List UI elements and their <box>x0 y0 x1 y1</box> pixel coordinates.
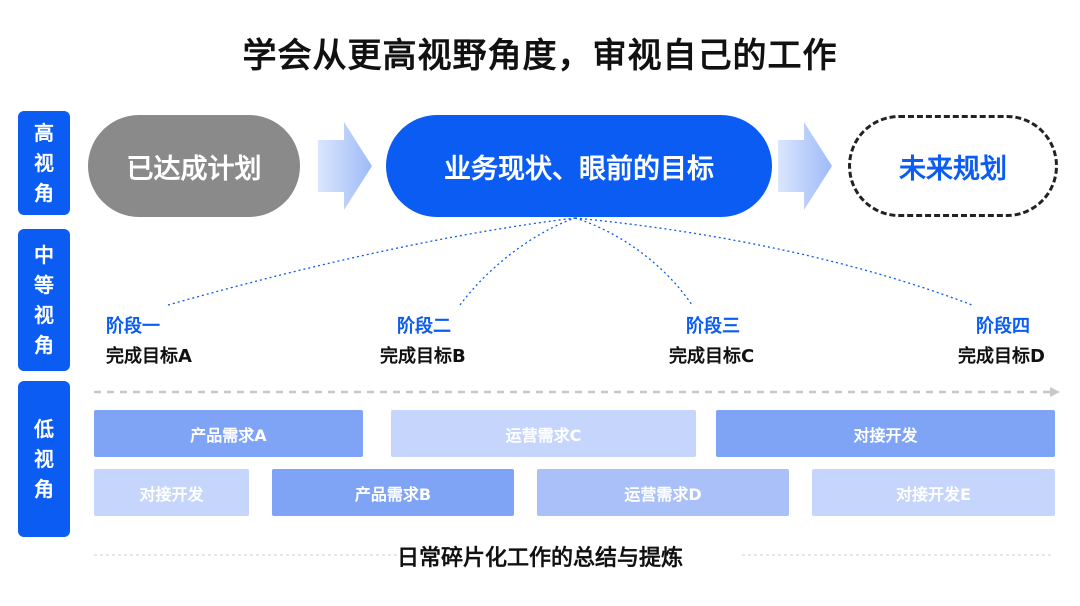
stage-2-goal: 完成目标B <box>380 346 466 367</box>
level-char: 高 <box>34 121 54 145</box>
task-block: 对接开发 <box>716 410 1055 457</box>
level-char: 角 <box>34 477 54 501</box>
level-char: 角 <box>34 181 54 205</box>
dotted-connector <box>574 217 973 306</box>
stage-4-goal: 完成目标D <box>958 346 1045 367</box>
stage-3-goal: 完成目标C <box>669 346 755 367</box>
task-block: 产品需求B <box>272 469 514 516</box>
level-char: 等 <box>34 273 54 297</box>
dotted-connector <box>459 217 576 306</box>
task-block: 对接开发E <box>812 469 1055 516</box>
level-label-mid: 中 等 视 角 <box>18 229 70 371</box>
level-char: 视 <box>34 303 54 327</box>
level-label-high: 高 视 角 <box>18 111 70 215</box>
level-char: 低 <box>34 417 54 441</box>
level-char: 角 <box>34 333 54 357</box>
future-plan-pill: 未来规划 <box>848 115 1058 217</box>
stage-1-name: 阶段一 <box>106 316 160 337</box>
done-plan-pill: 已达成计划 <box>88 115 300 217</box>
task-block: 产品需求A <box>94 410 363 457</box>
footer-caption: 日常碎片化工作的总结与提炼 <box>396 546 683 571</box>
arrow-right-icon <box>778 122 832 210</box>
level-label-low: 低 视 角 <box>18 381 70 537</box>
arrow-head-icon <box>1050 387 1060 397</box>
current-goal-pill: 业务现状、眼前的目标 <box>386 115 772 217</box>
stage-3-name: 阶段三 <box>686 316 740 337</box>
level-char: 中 <box>34 243 54 267</box>
page-title: 学会从更高视野角度，审视自己的工作 <box>242 36 838 76</box>
task-block: 对接开发 <box>94 469 249 516</box>
arrow-right-icon <box>318 122 372 210</box>
level-char: 视 <box>34 447 54 471</box>
stage-2-name: 阶段二 <box>397 316 451 337</box>
task-block: 运营需求D <box>537 469 789 516</box>
stage-4-name: 阶段四 <box>976 316 1030 337</box>
dotted-connector <box>574 217 693 306</box>
level-char: 视 <box>34 151 54 175</box>
stage-1-goal: 完成目标A <box>106 346 192 367</box>
task-block: 运营需求C <box>391 410 696 457</box>
dotted-connector <box>167 217 576 306</box>
